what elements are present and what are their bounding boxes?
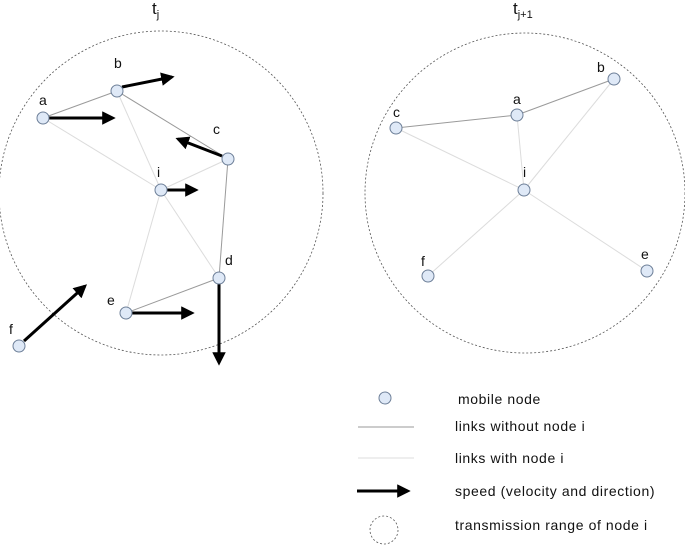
node-label-f: f — [421, 253, 425, 269]
node-label-i: i — [523, 164, 526, 180]
link-with-i-i-d — [160, 189, 220, 279]
panel-tj1: tj+1 c a b i f e — [364, 0, 685, 354]
mobile-node-i — [517, 183, 531, 197]
link-with-i-i-c — [395, 127, 525, 191]
node-label-b: b — [114, 55, 122, 71]
link-without-i-b-c — [116, 90, 229, 160]
node-label-a: a — [39, 92, 47, 108]
node-label-e: e — [641, 246, 649, 262]
mobile-node-b — [607, 72, 621, 86]
node-label-f: f — [9, 321, 13, 337]
link-with-i-i-a — [42, 117, 162, 191]
node-label-i: i — [157, 164, 160, 180]
mobile-node-a — [36, 111, 50, 125]
mobile-node-a — [510, 108, 524, 122]
mobile-node-d — [212, 271, 226, 285]
link-with-i-i-e — [125, 189, 162, 314]
time-label-tj: tj — [152, 0, 159, 21]
link-without-i-c-d — [218, 158, 229, 279]
link-with-i-i-b — [523, 78, 615, 191]
legend-node-icon — [378, 391, 392, 405]
link-with-i-i-f — [427, 189, 525, 277]
mobile-node-f — [421, 269, 435, 283]
legend-item-speed: speed (velocity and direction) — [455, 483, 655, 499]
node-label-d: d — [225, 252, 233, 268]
node-label-e: e — [107, 292, 115, 308]
legend-item-links-without: links without node i — [455, 418, 585, 434]
link-with-i-i-a — [516, 114, 525, 191]
legend-range-icon — [369, 515, 399, 545]
link-without-i-a-b — [42, 90, 118, 119]
speed-arrow-b — [121, 72, 175, 89]
node-label-a: a — [513, 91, 521, 107]
speed-arrow-f — [22, 284, 88, 343]
mobile-node-c — [221, 152, 235, 166]
node-label-c: c — [213, 121, 220, 137]
legend-item-links-with: links with node i — [455, 450, 564, 466]
time-label-tj1: tj+1 — [513, 0, 533, 21]
transmission-range-tj1 — [364, 32, 685, 354]
legend-item-range: transmission range of node i — [455, 517, 648, 533]
legend-item-mobile-node: mobile node — [458, 391, 541, 407]
link-with-i-i-e — [523, 189, 648, 272]
mobile-node-e — [119, 306, 133, 320]
mobile-node-e — [640, 264, 654, 278]
node-label-b: b — [597, 59, 605, 75]
mobile-node-b — [110, 84, 124, 98]
link-without-i-a-b — [516, 78, 615, 116]
node-label-c: c — [393, 104, 400, 120]
mobile-node-c — [389, 121, 403, 135]
link-without-i-d-e — [125, 277, 220, 314]
panel-tj: tj a b c i d e f — [0, 0, 324, 366]
link-with-i-i-c — [160, 158, 229, 191]
link-with-i-i-b — [116, 90, 162, 191]
mobile-node-i — [154, 183, 168, 197]
mobile-node-f — [12, 339, 26, 353]
link-without-i-c-a — [395, 114, 518, 129]
legend: mobile node links without node i links w… — [357, 391, 655, 545]
speed-arrow-c — [175, 136, 223, 158]
transmission-range-tj — [0, 30, 324, 356]
